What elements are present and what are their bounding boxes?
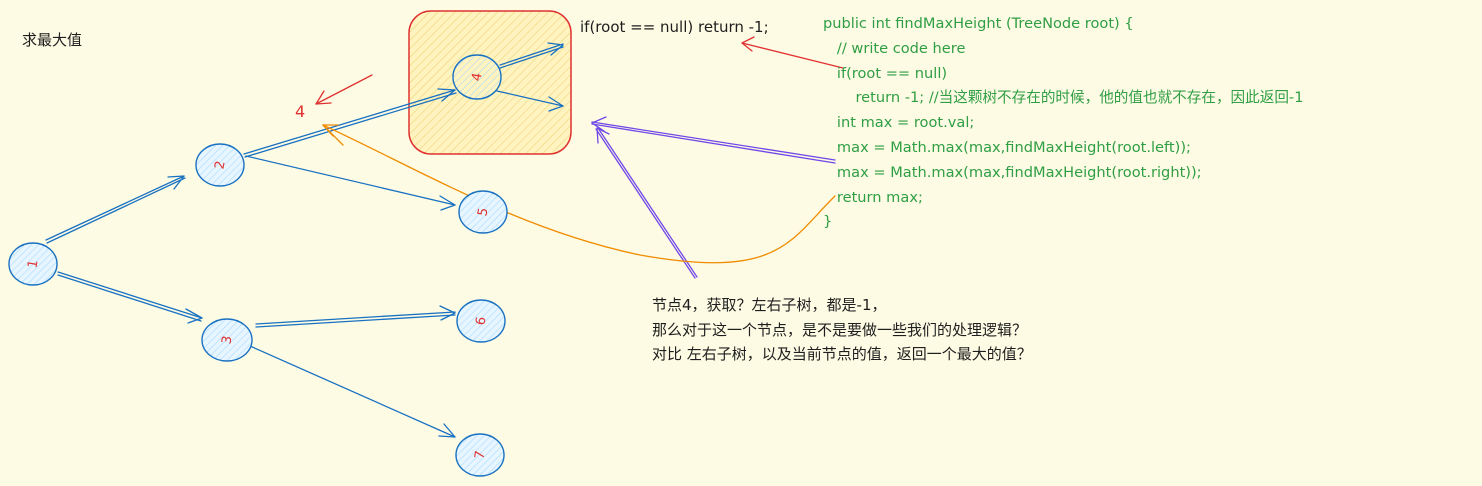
edge-1-3 [57,271,203,324]
tree-edges [45,42,564,438]
tree-node-7: 7 [455,433,505,477]
tree-node-2: 2 [195,143,245,187]
code-block: public int findMaxHeight (TreeNode root)… [823,12,1303,235]
tree-nodes: 1 2 3 4 5 6 7 [8,54,508,477]
edge-3-6 [255,305,456,328]
node-label: 3 [219,335,235,346]
edge-2-5 [245,155,456,211]
note-line: 那么对于这一个节点，是不是要做一些我们的处理逻辑？ [652,320,1028,339]
edge-4-null-left [499,42,564,69]
edge-4-null-right [496,90,564,112]
code-line: public int findMaxHeight (TreeNode root)… [823,15,1134,32]
return-value-label: 4 [295,102,306,121]
tree-node-4: 4 [452,54,502,100]
orange-arrow [322,124,836,264]
code-line: // write code here [823,39,966,57]
node-label: 7 [472,450,488,461]
edge-1-2 [45,175,186,244]
code-line: } [823,213,833,231]
tree-node-3: 3 [201,318,253,362]
edge-3-7 [249,345,456,438]
code-line: return -1; //当这颗树不存在的时候，他的值也就不存在，因此返回-1 [823,89,1304,107]
node-label: 1 [25,259,41,270]
tree-node-6: 6 [456,299,506,343]
tree-node-5: 5 [458,190,508,234]
code-line: return max; [823,188,923,206]
note-line: 节点4，获取？左右子树，都是-1， [652,296,887,314]
purple-arrows [591,116,836,279]
code-line: max = Math.max(max,findMaxHeight(root.ri… [823,163,1202,181]
note-line: 对比 左右子树，以及当前节点的值，返回一个最大的值？ [652,345,1032,364]
tree-node-1: 1 [8,242,58,286]
explanation-note: 节点4，获取？左右子树，都是-1， 那么对于这一个节点，是不是要做一些我们的处理逻… [652,293,1032,367]
code-line: if(root == null) [823,64,948,82]
node-label: 5 [475,207,491,218]
snippet-arrow [741,36,844,69]
edge-2-4 [243,88,457,158]
node-label: 4 [469,72,485,83]
return-arrow [315,74,373,105]
code-line: int max = root.val; [823,114,975,132]
code-line: max = Math.max(max,findMaxHeight(root.le… [823,138,1191,156]
node-label: 6 [473,316,489,327]
page-title: 求最大值 [22,31,83,49]
null-check-snippet: if(root == null) return -1; [580,18,769,36]
node-label: 2 [212,160,228,171]
